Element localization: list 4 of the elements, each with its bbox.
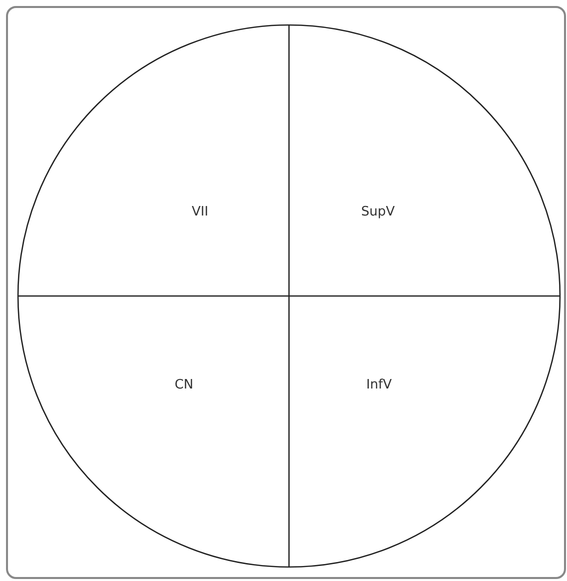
quadrant-label: CN <box>174 378 194 392</box>
quadrant-label: InfV <box>366 378 392 392</box>
quadrant-label: VII <box>192 204 208 220</box>
quadrant-label: SupV <box>361 204 395 220</box>
